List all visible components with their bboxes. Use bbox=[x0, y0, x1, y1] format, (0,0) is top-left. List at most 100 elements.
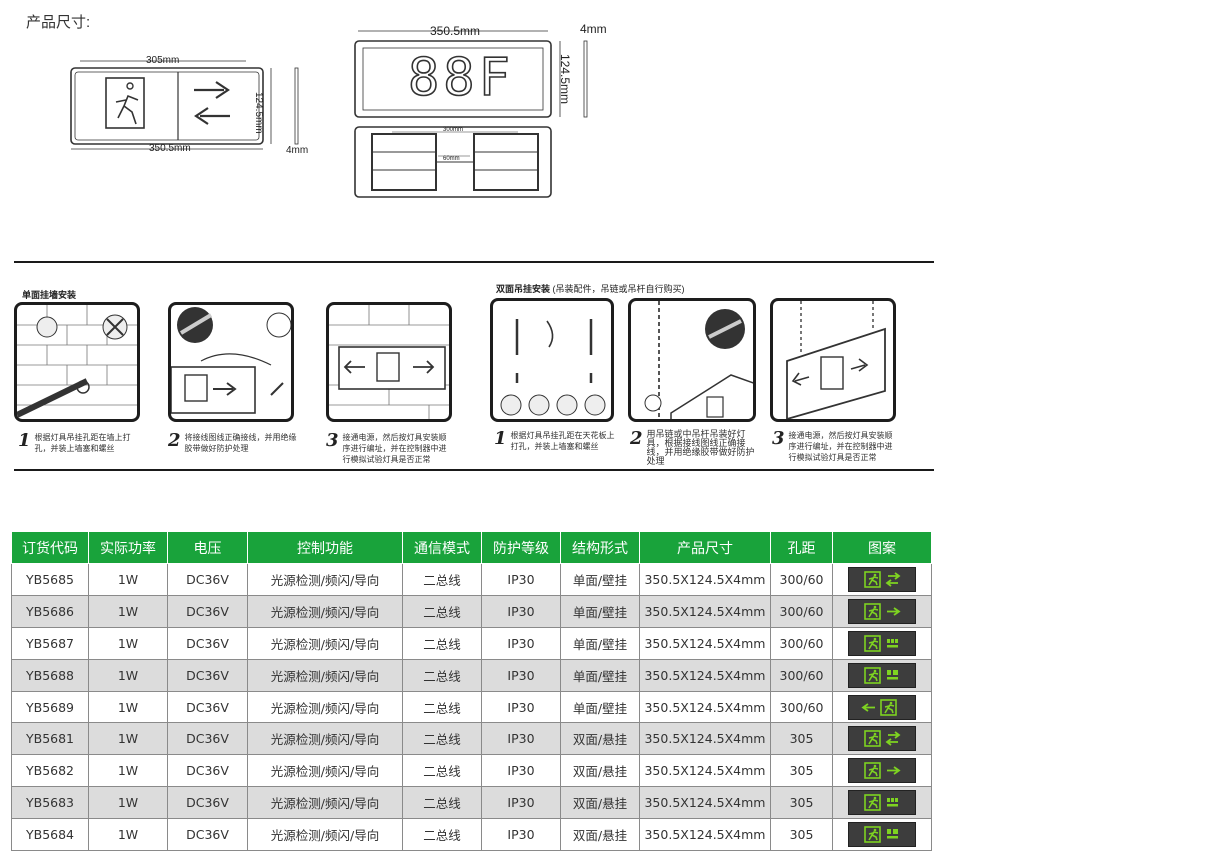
cell-pattern bbox=[832, 690, 932, 724]
cell-voltage: DC36V bbox=[167, 754, 248, 788]
double-step-3: 3 接通电源，然后按灯具安装顺序进行编址，并在控制器中进行模拟试验灯具是否正常 bbox=[772, 430, 897, 463]
cell-size: 350.5X124.5X4mm bbox=[639, 786, 771, 820]
step-number: 2 bbox=[168, 430, 181, 451]
cell-voltage: DC36V bbox=[167, 626, 248, 660]
double-step-2: 2 用吊链或中吊杆吊装好灯具，根据接线图线正确接线，并用绝缘胶带做好防护处理 bbox=[630, 430, 759, 466]
cell-comm: 二总线 bbox=[402, 594, 482, 628]
cell-pattern bbox=[832, 563, 932, 596]
divider-top bbox=[14, 261, 934, 263]
dim-4mm-top: 4mm bbox=[580, 22, 607, 36]
cell-size: 350.5X124.5X4mm bbox=[639, 594, 771, 628]
exit-sign-thumbnail bbox=[848, 790, 916, 816]
cell-structure: 双面/悬挂 bbox=[560, 722, 640, 756]
cell-voltage: DC36V bbox=[167, 786, 248, 820]
col-header-voltage: 电压 bbox=[167, 531, 248, 564]
double-install-title: 双面吊挂安装 (吊装配件，吊链或吊杆自行购买) bbox=[496, 282, 685, 295]
cell-power: 1W bbox=[88, 563, 168, 596]
step-number: 3 bbox=[772, 428, 785, 449]
cell-size: 350.5X124.5X4mm bbox=[639, 563, 771, 596]
cell-pattern bbox=[832, 626, 932, 660]
dim-4mm: 4mm bbox=[286, 145, 309, 156]
cell-code: YB5688 bbox=[11, 658, 89, 692]
cell-pattern bbox=[832, 658, 932, 692]
cell-size: 350.5X124.5X4mm bbox=[639, 722, 771, 756]
cell-code: YB5689 bbox=[11, 690, 89, 724]
single-step-1: 1 根据灯具吊挂孔距在墙上打孔，并装上墙塞和螺丝 bbox=[18, 432, 135, 454]
cell-hole: 300/60 bbox=[770, 690, 833, 724]
step-text: 根据灯具吊挂孔距在墙上打孔，并装上墙塞和螺丝 bbox=[34, 433, 131, 453]
dim-300mm: 300mm bbox=[443, 127, 464, 133]
cell-control: 光源检测/频闪/导向 bbox=[247, 786, 403, 820]
single-step2-image bbox=[168, 302, 294, 422]
cell-power: 1W bbox=[88, 818, 168, 852]
cell-comm: 二总线 bbox=[402, 722, 482, 756]
double-step1-image bbox=[490, 298, 614, 422]
cell-voltage: DC36V bbox=[167, 563, 248, 596]
double-step-1: 1 根据灯具吊挂孔距在天花板上打孔，并装上墙塞和螺丝 bbox=[494, 430, 619, 452]
cell-ip: IP30 bbox=[481, 658, 561, 692]
cell-hole: 300/60 bbox=[770, 658, 833, 692]
double-sign-outline bbox=[354, 30, 588, 198]
dim-305: 305mm bbox=[146, 55, 180, 66]
cell-code: YB5683 bbox=[11, 786, 89, 820]
cell-comm: 二总线 bbox=[402, 786, 482, 820]
cell-structure: 单面/壁挂 bbox=[560, 626, 640, 660]
step-text: 根据灯具吊挂孔距在天花板上打孔，并装上墙塞和螺丝 bbox=[510, 431, 615, 451]
cell-pattern bbox=[832, 818, 932, 852]
cell-pattern bbox=[832, 754, 932, 788]
cell-structure: 单面/壁挂 bbox=[560, 594, 640, 628]
cell-comm: 二总线 bbox=[402, 690, 482, 724]
cell-size: 350.5X124.5X4mm bbox=[639, 658, 771, 692]
sign-pattern-icon bbox=[864, 666, 898, 684]
table-header-row: 订货代码 实际功率 电压 控制功能 通信模式 防护等级 结构形式 产品尺寸 孔距… bbox=[11, 531, 932, 564]
segment-display: 88F bbox=[407, 48, 514, 108]
sign-pattern-icon bbox=[864, 571, 901, 588]
divider-bottom bbox=[14, 469, 934, 471]
cell-structure: 双面/悬挂 bbox=[560, 754, 640, 788]
cell-pattern bbox=[832, 594, 932, 628]
step-number: 1 bbox=[18, 430, 31, 451]
exit-sign-thumbnail bbox=[848, 662, 916, 688]
cell-control: 光源检测/频闪/导向 bbox=[247, 563, 403, 596]
sign-pattern-icon bbox=[864, 730, 901, 748]
col-header-comm: 通信模式 bbox=[402, 531, 482, 564]
step-number: 2 bbox=[630, 428, 643, 449]
double-install-title-text: 双面吊挂安装 bbox=[496, 284, 551, 294]
cell-hole: 300/60 bbox=[770, 594, 833, 628]
cell-code: YB5681 bbox=[11, 722, 89, 756]
col-header-size: 产品尺寸 bbox=[639, 531, 771, 564]
exit-sign-thumbnail bbox=[848, 726, 916, 752]
cell-code: YB5685 bbox=[11, 563, 89, 596]
cell-structure: 单面/壁挂 bbox=[560, 563, 640, 596]
cell-comm: 二总线 bbox=[402, 818, 482, 852]
cell-size: 350.5X124.5X4mm bbox=[639, 626, 771, 660]
exit-sign-thumbnail bbox=[848, 566, 916, 592]
step-number: 3 bbox=[326, 430, 339, 451]
double-step2-image bbox=[628, 298, 756, 422]
cell-control: 光源检测/频闪/导向 bbox=[247, 658, 403, 692]
cell-voltage: DC36V bbox=[167, 594, 248, 628]
double-step3-image bbox=[770, 298, 896, 422]
cell-code: YB5687 bbox=[11, 626, 89, 660]
col-header-power: 实际功率 bbox=[88, 531, 168, 564]
cell-power: 1W bbox=[88, 594, 168, 628]
cell-ip: IP30 bbox=[481, 786, 561, 820]
cell-voltage: DC36V bbox=[167, 658, 248, 692]
cell-hole: 305 bbox=[770, 754, 833, 788]
single-step1-image bbox=[14, 302, 140, 422]
sign-pattern-icon bbox=[864, 634, 898, 652]
single-step-3: 3 接通电源，然后按灯具安装顺序进行编址，并在控制器中进行模拟试验灯具是否正常 bbox=[326, 432, 447, 465]
cell-structure: 单面/壁挂 bbox=[560, 658, 640, 692]
exit-sign-thumbnail bbox=[848, 694, 916, 720]
cell-code: YB5686 bbox=[11, 594, 89, 628]
cell-power: 1W bbox=[88, 658, 168, 692]
col-header-control: 控制功能 bbox=[247, 531, 403, 564]
cell-comm: 二总线 bbox=[402, 626, 482, 660]
exit-sign-thumbnail bbox=[848, 598, 916, 624]
cell-ip: IP30 bbox=[481, 626, 561, 660]
cell-ip: IP30 bbox=[481, 754, 561, 788]
